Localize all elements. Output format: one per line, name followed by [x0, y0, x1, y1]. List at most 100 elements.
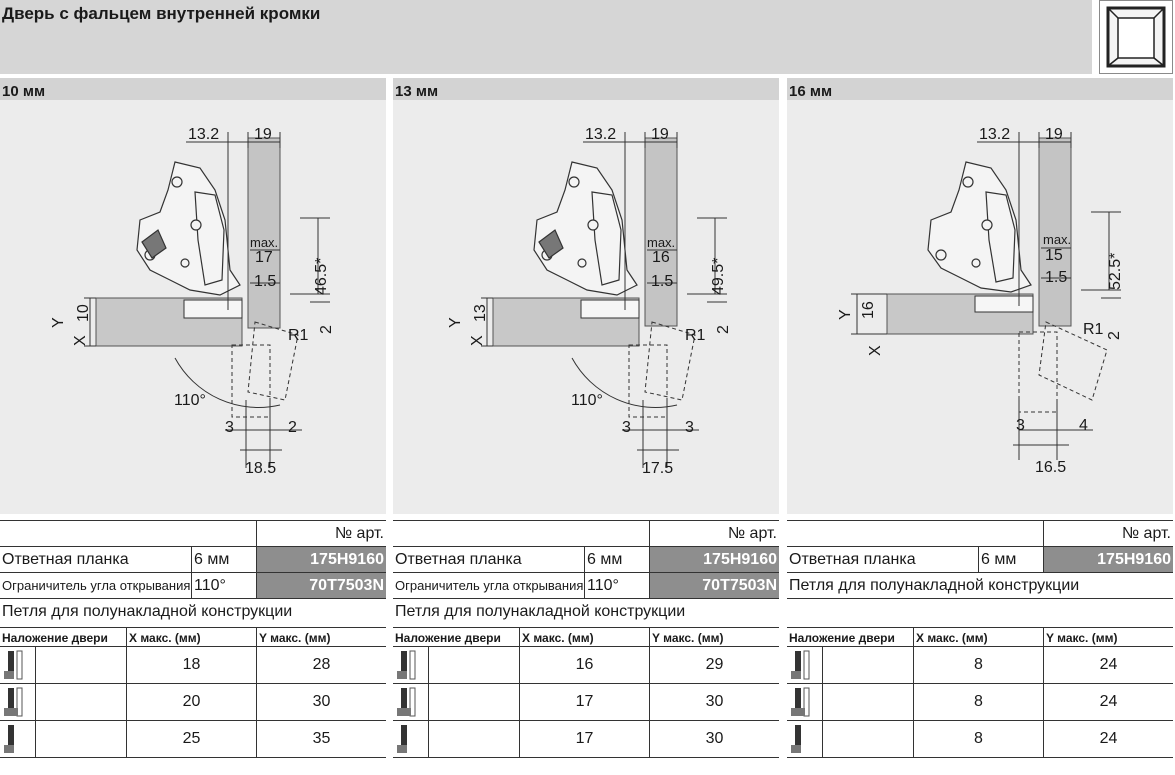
dim-1-5: 1.5 [254, 273, 276, 290]
table-row: 16 29 [393, 647, 779, 684]
y-max-value: 24 [1099, 693, 1118, 710]
page-title: Дверь с фальцем внутренней кромки [2, 4, 321, 23]
dim-2: 2 [318, 325, 335, 334]
y-max-value: 30 [312, 693, 331, 710]
overlay-header: Наложение двери [787, 628, 914, 646]
door-overlay-icon [0, 647, 36, 683]
y-max-header: Y макс. (мм) [259, 631, 331, 645]
dim-x-label: X [72, 335, 89, 346]
strike-plate-art: 175H9160 [257, 547, 386, 572]
dim-19: 19 [254, 126, 272, 143]
x-max-value: 17 [520, 721, 650, 757]
dim-13-2: 13.2 [979, 126, 1010, 143]
hinge-type: Петля для полунакладной конструкции [789, 576, 1080, 594]
dim-y-label: Y [837, 309, 854, 320]
spec-table: № арт. Ответная планка 6 мм 175H9160 Пет… [787, 520, 1173, 625]
door-overlay-icon [0, 721, 36, 757]
table-row: 25 35 [0, 721, 386, 758]
limiter-label: Ограничитель угла открывания [0, 573, 192, 598]
dim-max-value: 17 [255, 249, 273, 266]
limiter-size: 110° [192, 573, 257, 598]
art-header: № арт. [727, 524, 777, 542]
dim-bottom: 17.5 [642, 460, 673, 477]
dim-bottom: 16.5 [1035, 459, 1066, 476]
dim-13-2: 13.2 [188, 126, 219, 143]
art-header: № арт. [1121, 524, 1171, 542]
overlay-header: Наложение двери [0, 628, 127, 646]
table-row: 18 28 [0, 647, 386, 684]
dim-y-label: Y [50, 317, 67, 328]
page-header: Дверь с фальцем внутренней кромки [0, 0, 1092, 74]
door-panel [95, 297, 243, 347]
limiter-size: 110° [585, 573, 650, 598]
dim-bottom: 18.5 [245, 460, 276, 477]
dim-x-value: 10 [75, 304, 92, 322]
dim-max-label: max. [647, 235, 675, 250]
hinge-body [927, 161, 1032, 293]
hinge-diagram: 13.2 19 max. 15 1.5 52.5* R1 2 3 4 16.5 … [787, 100, 1173, 514]
strike-plate-label: Ответная планка [0, 547, 192, 572]
dim-y-label: Y [447, 317, 464, 328]
hinge-diagram: 13.2 19 max. 16 1.5 49.5* R1 2 110° 3 3 … [393, 100, 779, 514]
x-max-value: 17 [520, 684, 650, 720]
overlay-header: Наложение двери [393, 628, 520, 646]
dim-max-value: 16 [652, 249, 670, 266]
dim-max-label: max. [250, 235, 278, 250]
column-title: 10 мм [0, 78, 386, 100]
table-row: 17 30 [393, 721, 779, 758]
dim-x-label: X [867, 345, 884, 356]
table-row: 17 30 [393, 684, 779, 721]
dim-2: 2 [1106, 331, 1123, 340]
hinge-diagram: 13.2 19 max. 17 1.5 46.5* R1 2 110° 3 2 … [0, 100, 386, 514]
cabinet-side [247, 137, 281, 329]
cabinet-outline-icon [1099, 0, 1173, 74]
spec-table: № арт. Ответная планка 6 мм 175H9160 Огр… [393, 520, 779, 625]
x-max-value: 8 [914, 647, 1044, 683]
y-max-value: 35 [312, 730, 331, 747]
y-max-header: Y макс. (мм) [652, 631, 724, 645]
cabinet-side [644, 137, 678, 327]
strike-plate-size: 6 мм [585, 547, 650, 572]
dim-bottom-right: 2 [288, 419, 297, 436]
y-max-value: 24 [1099, 656, 1118, 673]
hinge-type: Петля для полунакладной конструкции [2, 603, 293, 620]
x-max-value: 20 [127, 684, 257, 720]
hinge-body [136, 161, 241, 296]
dim-r1: R1 [685, 327, 706, 344]
strike-plate-label: Ответная планка [787, 547, 979, 572]
table-row: 8 24 [787, 721, 1173, 758]
dim-1-5: 1.5 [651, 273, 673, 290]
y-max-value: 30 [705, 730, 724, 747]
dim-bottom-left: 3 [622, 419, 631, 436]
door-overlay-icon [393, 721, 429, 757]
dim-r1: R1 [1083, 321, 1104, 338]
spec-table: № арт. Ответная планка 6 мм 175H9160 Огр… [0, 520, 386, 625]
door-overlay-icon [393, 684, 429, 720]
overlay-table: Наложение двери X макс. (мм) Y макс. (мм… [787, 627, 1173, 758]
x-max-value: 18 [127, 647, 257, 683]
door-overlay-icon [787, 684, 823, 720]
dim-angle: 110° [571, 392, 603, 409]
door-overlay-icon [787, 647, 823, 683]
column-10mm: 10 мм [0, 78, 386, 758]
x-max-header: X макс. (мм) [914, 628, 1044, 646]
limiter-label: Ограничитель угла открывания [393, 573, 585, 598]
x-max-value: 25 [127, 721, 257, 757]
dim-x-label: X [469, 335, 486, 346]
door-overlay-icon [787, 721, 823, 757]
limiter-art: 70T7503N [650, 573, 779, 598]
column-13mm: 13 мм [393, 78, 779, 758]
y-max-header: Y макс. (мм) [1046, 631, 1118, 645]
strike-plate-size: 6 мм [192, 547, 257, 572]
strike-plate-label: Ответная планка [393, 547, 585, 572]
dim-degree: 46.5* [313, 258, 330, 295]
dim-bottom-left: 3 [225, 419, 234, 436]
dim-degree: 49.5* [710, 258, 727, 295]
dim-bottom-right: 4 [1079, 417, 1088, 434]
dim-1-5: 1.5 [1045, 269, 1067, 286]
dim-19: 19 [1045, 126, 1063, 143]
dim-bottom-right: 3 [685, 419, 694, 436]
dim-max-value: 15 [1045, 247, 1063, 264]
column-16mm: 16 мм [787, 78, 1173, 758]
strike-plate-art: 175H9160 [1044, 547, 1173, 572]
